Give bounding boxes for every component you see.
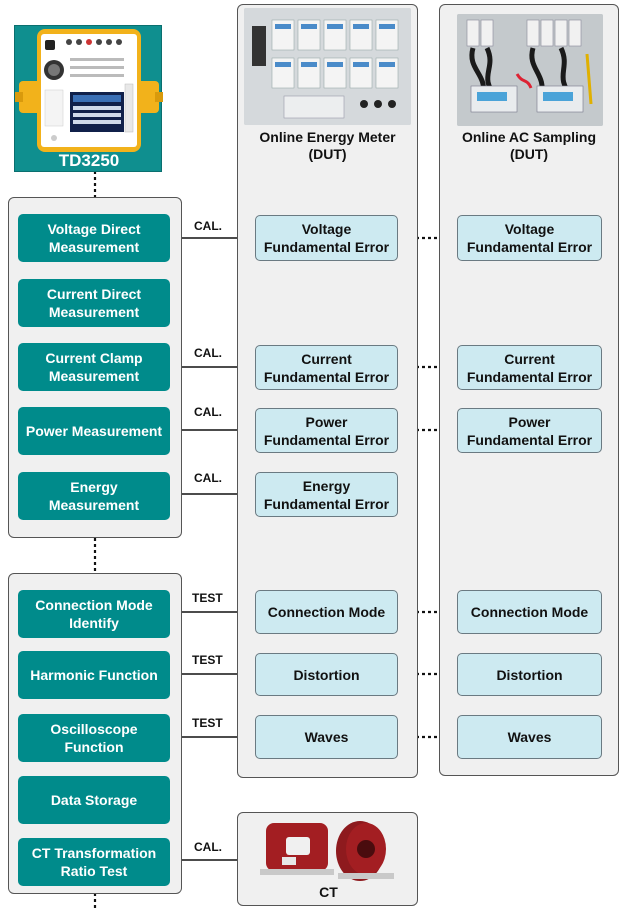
- connection-mode-identify-box: Connection Mode Identify: [18, 590, 170, 638]
- ac-waves-box: Waves: [457, 715, 602, 759]
- em-waves-box: Waves: [255, 715, 398, 759]
- oscilloscope-function-box: Oscilloscope Function: [18, 714, 170, 762]
- ac-voltage-fundamental-error-box: Voltage Fundamental Error: [457, 215, 602, 261]
- energy-measurement-box: Energy Measurement: [18, 472, 170, 520]
- em-energy-fundamental-error-box: Energy Fundamental Error: [255, 472, 398, 517]
- data-storage-box: Data Storage: [18, 776, 170, 824]
- energy-meter-column: [237, 4, 418, 778]
- ct-label: CT: [319, 884, 338, 900]
- ac-connection-mode-box: Connection Mode: [457, 590, 602, 634]
- em-distortion-box: Distortion: [255, 653, 398, 696]
- power-measurement-box: Power Measurement: [18, 407, 170, 455]
- current-direct-measurement-box: Current Direct Measurement: [18, 279, 170, 327]
- link-tag-voltage: CAL.: [194, 219, 222, 233]
- energy-meter-label: Online Energy Meter (DUT): [259, 129, 396, 162]
- ct-box: CT: [237, 812, 418, 906]
- harmonic-function-box: Harmonic Function: [18, 651, 170, 699]
- em-voltage-fundamental-error-box: Voltage Fundamental Error: [255, 215, 398, 261]
- energy-meter-photo: [244, 8, 411, 125]
- voltage-direct-measurement-box: Voltage Direct Measurement: [18, 214, 170, 262]
- link-tag-connection-mode: TEST: [192, 591, 223, 605]
- link-tag-oscilloscope: TEST: [192, 716, 223, 730]
- em-current-fundamental-error-box: Current Fundamental Error: [255, 345, 398, 390]
- link-tag-ct: CAL.: [194, 840, 222, 854]
- ac-sampling-photo: [457, 14, 603, 126]
- link-tag-power: CAL.: [194, 405, 222, 419]
- ac-sampling-column: [439, 4, 619, 776]
- ac-current-fundamental-error-box: Current Fundamental Error: [457, 345, 602, 390]
- link-tag-current-clamp: CAL.: [194, 346, 222, 360]
- link-tag-energy: CAL.: [194, 471, 222, 485]
- current-clamp-measurement-box: Current Clamp Measurement: [18, 343, 170, 391]
- td3250-device: TD3250: [14, 25, 163, 172]
- ac-power-fundamental-error-box: Power Fundamental Error: [457, 408, 602, 453]
- em-connection-mode-box: Connection Mode: [255, 590, 398, 634]
- ac-distortion-box: Distortion: [457, 653, 602, 696]
- em-power-fundamental-error-box: Power Fundamental Error: [255, 408, 398, 453]
- td3250-device-image: [15, 29, 163, 152]
- ct-transformation-ratio-test-box: CT Transformation Ratio Test: [18, 838, 170, 886]
- device-name: TD3250: [58, 151, 120, 170]
- ct-image: [260, 821, 394, 881]
- link-tag-harmonic: TEST: [192, 653, 223, 667]
- ac-sampling-label: Online AC Sampling (DUT): [461, 129, 597, 162]
